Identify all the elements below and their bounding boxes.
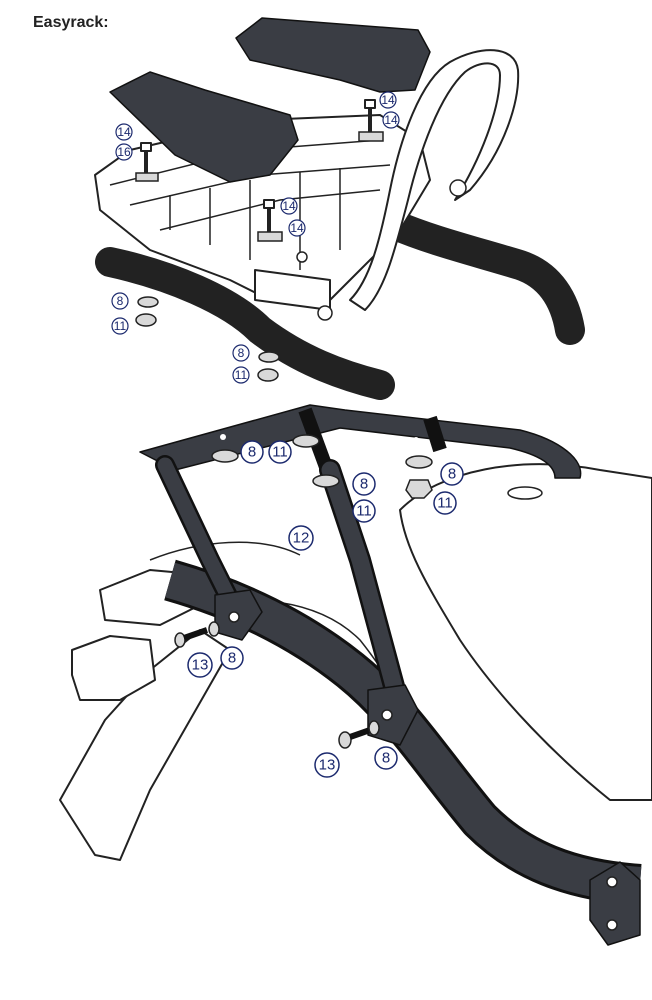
label-11-frame-b: 11 — [352, 499, 376, 523]
label-14-center: 14 — [280, 197, 298, 215]
svg-text:11: 11 — [235, 368, 248, 382]
label-16-left: 16 — [115, 143, 133, 161]
section-title: Easyrack: — [33, 14, 109, 31]
label-8-frame-b: 8 — [352, 472, 376, 496]
mount-right — [367, 684, 419, 746]
frame-washer-3 — [312, 474, 340, 488]
bolt-left-mount — [174, 621, 220, 648]
svg-text:8: 8 — [382, 750, 390, 767]
frame-washer-2 — [292, 434, 320, 448]
rear-bracket-end — [589, 861, 641, 946]
label-14-right-lower: 14 — [382, 111, 400, 129]
svg-text:11: 11 — [356, 503, 372, 520]
label-8-frame-c: 8 — [440, 462, 464, 486]
svg-text:16: 16 — [117, 145, 131, 159]
label-11-frame-c: 11 — [433, 491, 457, 515]
label-8-left: 8 — [111, 292, 129, 310]
washer-nut-center — [257, 351, 280, 382]
svg-text:11: 11 — [437, 495, 453, 512]
bolt-right — [358, 99, 384, 142]
indicator-light — [71, 635, 156, 701]
motorcycle-tail — [399, 463, 652, 801]
frame-washer-1 — [211, 449, 239, 463]
frame-washer-4 — [405, 455, 433, 469]
rack-handle — [349, 49, 520, 311]
label-8-center: 8 — [232, 344, 250, 362]
top-assembly: 14 16 14 14 14 14 8 11 8 11 — [94, 17, 585, 400]
washer-nut-left — [135, 296, 159, 327]
svg-text:14: 14 — [384, 113, 398, 127]
svg-text:14: 14 — [117, 125, 131, 139]
label-8-right-mount: 8 — [374, 746, 398, 770]
rack-top-frame — [139, 404, 582, 479]
svg-text:13: 13 — [192, 657, 209, 674]
svg-text:12: 12 — [293, 530, 310, 547]
svg-text:8: 8 — [360, 476, 368, 493]
svg-text:8: 8 — [228, 650, 236, 667]
top-plate-upper — [235, 17, 431, 93]
svg-text:8: 8 — [448, 466, 456, 483]
bolt-left — [135, 142, 159, 182]
label-11-left: 11 — [111, 317, 129, 335]
top-plate-lower — [109, 71, 299, 183]
svg-text:11: 11 — [272, 444, 288, 461]
label-14-left-upper: 14 — [115, 123, 133, 141]
bolt-center — [257, 199, 283, 242]
label-11-frame-a: 11 — [268, 440, 292, 464]
label-14-center-lower: 14 — [288, 219, 306, 237]
svg-text:14: 14 — [381, 93, 395, 107]
svg-text:14: 14 — [290, 221, 304, 235]
bottom-assembly: 8 11 8 11 8 11 12 13 8 13 8 — [59, 404, 652, 946]
frame-nut — [405, 479, 433, 499]
label-11-center: 11 — [232, 366, 250, 384]
label-8-left-mount: 8 — [220, 646, 244, 670]
svg-text:8: 8 — [238, 346, 245, 360]
svg-text:8: 8 — [117, 294, 124, 308]
svg-text:14: 14 — [282, 199, 296, 213]
label-14-right-upper: 14 — [379, 91, 397, 109]
label-13-right: 13 — [314, 752, 340, 778]
label-8-frame-a: 8 — [240, 440, 264, 464]
svg-text:13: 13 — [319, 757, 336, 774]
label-12: 12 — [288, 525, 314, 551]
bolt-right-mount — [338, 720, 380, 749]
svg-text:11: 11 — [114, 319, 127, 333]
label-13-left: 13 — [187, 652, 213, 678]
svg-text:8: 8 — [248, 444, 256, 461]
